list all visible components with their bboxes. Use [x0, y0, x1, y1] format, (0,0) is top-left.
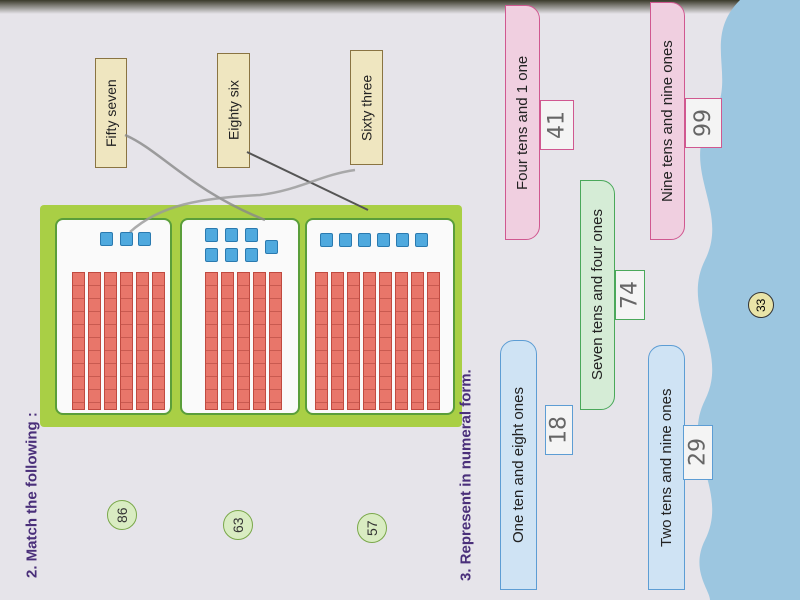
tens-rod	[395, 272, 408, 410]
ones-cube	[205, 248, 218, 262]
ones-cube	[358, 233, 371, 247]
ones-cube	[120, 232, 133, 246]
represent-heading: 3. Represent in numeral form.	[457, 369, 475, 581]
prompt-pill: Seven tens and four ones	[580, 180, 615, 410]
tens-rod	[427, 272, 440, 410]
tens-rod	[411, 272, 424, 410]
ones-cube	[245, 248, 258, 262]
tens-rod	[347, 272, 360, 410]
tens-rod	[221, 272, 234, 410]
ones-cube	[415, 233, 428, 247]
tens-rod	[269, 272, 282, 410]
tens-rod	[237, 272, 250, 410]
tens-rod	[363, 272, 376, 410]
answer-box[interactable]: 74	[615, 270, 645, 320]
page-number: 33	[748, 292, 774, 318]
tens-rod	[253, 272, 266, 410]
prompt-pill: Four tens and 1 one	[505, 5, 540, 240]
ones-cube	[265, 240, 278, 254]
ones-cube	[245, 228, 258, 242]
ones-cube	[205, 228, 218, 242]
ones-cube	[339, 233, 352, 247]
ones-cube	[377, 233, 390, 247]
ones-cube	[138, 232, 151, 246]
tens-rod	[152, 272, 165, 410]
ones-cube	[100, 232, 113, 246]
answer-box[interactable]: 29	[683, 425, 713, 480]
answer-box[interactable]: 41	[540, 100, 574, 150]
answer-box[interactable]: 99	[685, 98, 722, 148]
tens-rod	[104, 272, 117, 410]
tens-rod	[331, 272, 344, 410]
prompt-pill: Two tens and nine ones	[648, 345, 685, 590]
prompt-pill: One ten and eight ones	[500, 340, 537, 590]
ones-cube	[225, 248, 238, 262]
tens-rod	[88, 272, 101, 410]
tens-rod	[120, 272, 133, 410]
tens-rod	[136, 272, 149, 410]
tens-rod	[205, 272, 218, 410]
ones-cube	[225, 228, 238, 242]
photo-shadow	[0, 0, 800, 14]
tens-rod	[379, 272, 392, 410]
ones-cube	[396, 233, 409, 247]
tens-rod	[315, 272, 328, 410]
answer-box[interactable]: 18	[545, 405, 573, 455]
ones-cube	[320, 233, 333, 247]
tens-rod	[72, 272, 85, 410]
prompt-pill: Nine tens and nine ones	[650, 2, 685, 240]
